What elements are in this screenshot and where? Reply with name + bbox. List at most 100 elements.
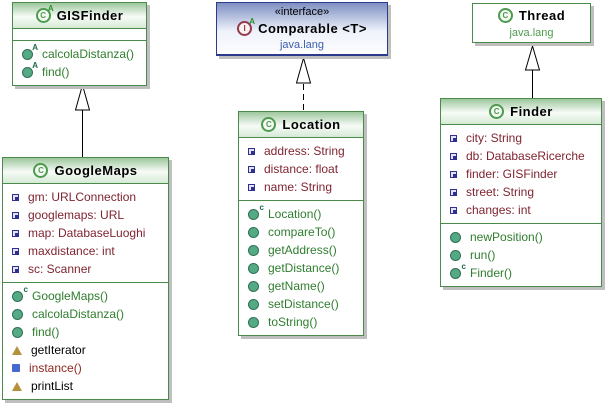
field-row[interactable]: map: DatabaseLuoghi xyxy=(3,224,168,242)
class-header[interactable]: C Location xyxy=(239,112,363,138)
method-icon xyxy=(248,298,259,310)
method-label: Finder() xyxy=(470,266,513,280)
field-icon xyxy=(248,183,255,191)
field-row[interactable]: maxdistance: int xyxy=(3,242,168,260)
method-row[interactable]: instance() xyxy=(3,359,168,377)
method-icon xyxy=(248,226,259,238)
method-label: getName() xyxy=(268,279,325,293)
method-row[interactable]: setDistance() xyxy=(239,295,363,313)
class-header[interactable]: C Finder xyxy=(441,99,601,125)
field-row[interactable]: googlemaps: URL xyxy=(3,206,168,224)
method-row[interactable]: A calcolaDistanza() xyxy=(13,43,146,63)
field-row[interactable]: street: String xyxy=(441,183,601,201)
implements-arrow-location-to-comparable[interactable] xyxy=(295,56,312,111)
field-icon xyxy=(12,265,19,273)
method-row[interactable]: getIterator xyxy=(3,341,168,359)
class-icon: C xyxy=(261,117,277,132)
methods-section: c Location() compareTo() getAddress() ge… xyxy=(239,200,363,335)
field-label: distance: float xyxy=(264,162,339,176)
field-label: gm: URLConnection xyxy=(28,190,137,204)
method-icon xyxy=(450,249,461,261)
field-row[interactable]: changes: int xyxy=(441,201,601,219)
field-icon xyxy=(248,165,255,173)
method-row[interactable]: getName() xyxy=(239,277,363,295)
methods-section: newPosition() run() c Finder() xyxy=(441,223,601,286)
method-label: setDistance() xyxy=(268,297,339,311)
stereotype-label: «interface» xyxy=(274,6,330,18)
method-label: toString() xyxy=(268,315,318,329)
method-row[interactable]: calcolaDistanza() xyxy=(3,305,168,323)
method-row[interactable]: getDistance() xyxy=(239,259,363,277)
method-label: find() xyxy=(42,65,70,79)
method-label: calcolaDistanza() xyxy=(42,47,135,61)
field-label: maxdistance: int xyxy=(28,244,115,258)
package-label: java.lang xyxy=(509,27,554,39)
method-label: newPosition() xyxy=(470,230,543,244)
field-row[interactable]: sc: Scanner xyxy=(3,260,168,278)
field-row[interactable]: distance: float xyxy=(239,160,363,178)
method-icon xyxy=(248,316,259,328)
method-icon xyxy=(248,262,259,274)
field-icon xyxy=(12,211,19,219)
field-label: map: DatabaseLuoghi xyxy=(28,226,146,240)
methods-section: A calcolaDistanza() A find() xyxy=(13,40,146,85)
method-row[interactable]: c Finder() xyxy=(441,262,601,282)
package-label: java.lang xyxy=(279,39,325,51)
method-row[interactable]: c GoogleMaps() xyxy=(3,285,168,305)
field-label: address: String xyxy=(264,144,345,158)
class-header[interactable]: C Thread xyxy=(473,4,590,27)
class-icon: C xyxy=(489,104,505,119)
method-icon xyxy=(248,280,259,292)
class-box-googlemaps[interactable]: C GoogleMaps gm: URLConnection googlemap… xyxy=(2,157,169,400)
method-row[interactable]: A find() xyxy=(13,61,146,81)
field-row[interactable]: city: String xyxy=(441,129,601,147)
abstract-method-icon: A xyxy=(22,61,38,78)
method-icon xyxy=(12,326,23,338)
method-row[interactable]: getAddress() xyxy=(239,241,363,259)
field-label: changes: int xyxy=(466,203,531,217)
method-row[interactable]: compareTo() xyxy=(239,223,363,241)
field-icon xyxy=(248,147,255,155)
class-icon: C xyxy=(33,163,49,178)
method-label: Location() xyxy=(268,207,322,221)
fields-section: address: String distance: float name: St… xyxy=(239,138,363,200)
extends-arrow-googlemaps-to-gisfinder[interactable] xyxy=(74,83,91,157)
extends-arrow-finder-to-thread[interactable] xyxy=(524,44,541,98)
field-row[interactable]: name: String xyxy=(239,178,363,196)
method-label: getAddress() xyxy=(268,243,337,257)
field-icon xyxy=(450,152,457,160)
method-row[interactable]: newPosition() xyxy=(441,228,601,246)
class-box-location[interactable]: C Location address: String distance: flo… xyxy=(238,111,364,336)
field-row[interactable]: finder: GISFinder xyxy=(441,165,601,183)
field-row[interactable]: gm: URLConnection xyxy=(3,188,168,206)
method-icon xyxy=(12,308,23,320)
method-row[interactable]: toString() xyxy=(239,313,363,331)
field-icon xyxy=(12,229,19,237)
field-icon xyxy=(450,134,457,142)
method-label: instance() xyxy=(29,361,82,375)
member-label: getIterator xyxy=(31,343,86,357)
field-label: db: DatabaseRicerche xyxy=(466,149,585,163)
method-row[interactable]: run() xyxy=(441,246,601,264)
method-label: GoogleMaps() xyxy=(32,289,109,303)
class-box-finder[interactable]: C Finder city: String db: DatabaseRicerc… xyxy=(440,98,602,287)
method-row[interactable]: printList xyxy=(3,377,168,395)
member-label: printList xyxy=(31,379,74,393)
field-row[interactable]: db: DatabaseRicerche xyxy=(441,147,601,165)
class-header[interactable]: C GoogleMaps xyxy=(3,158,168,184)
field-label: sc: Scanner xyxy=(28,262,92,276)
class-name: Thread xyxy=(518,8,566,23)
field-row[interactable]: address: String xyxy=(239,142,363,160)
method-row[interactable]: find() xyxy=(3,323,168,341)
class-box-thread[interactable]: C Thread java.lang xyxy=(472,3,591,43)
method-row[interactable]: c Location() xyxy=(239,203,363,223)
field-icon xyxy=(450,188,457,196)
field-icon xyxy=(450,170,457,178)
constructor-method-icon: c xyxy=(450,262,466,279)
